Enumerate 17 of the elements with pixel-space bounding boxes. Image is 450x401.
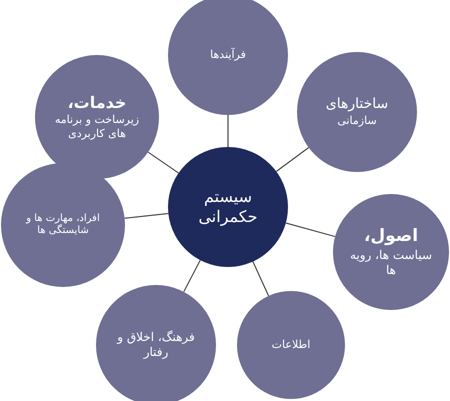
- connector-line: [183, 260, 201, 292]
- connector-line: [285, 222, 336, 238]
- circle-label: اطلاعات: [272, 338, 310, 352]
- connector-line: [148, 152, 180, 174]
- circle-label: فرآیندها: [210, 48, 246, 62]
- circle-label: اصول،: [364, 226, 418, 248]
- circle-label: سازمانی: [337, 114, 377, 128]
- circle-label: خدمات،: [68, 93, 126, 114]
- connector-line: [252, 261, 270, 296]
- connector-line: [276, 147, 310, 172]
- circle-label: فرهنگ، اخلاق و رفتار: [116, 330, 196, 360]
- circle-label: سیاست ها، رویه ها: [349, 248, 433, 278]
- circle-label: سیستم حکمرانی: [197, 187, 259, 227]
- connector-line: [124, 213, 169, 219]
- circle-label: افراد، مهارت ها و شایستگی ها: [24, 212, 101, 238]
- circle-label: زیرساخت و برنامه های کاربردی: [54, 113, 140, 141]
- circle-label: ساختارهای: [326, 96, 388, 114]
